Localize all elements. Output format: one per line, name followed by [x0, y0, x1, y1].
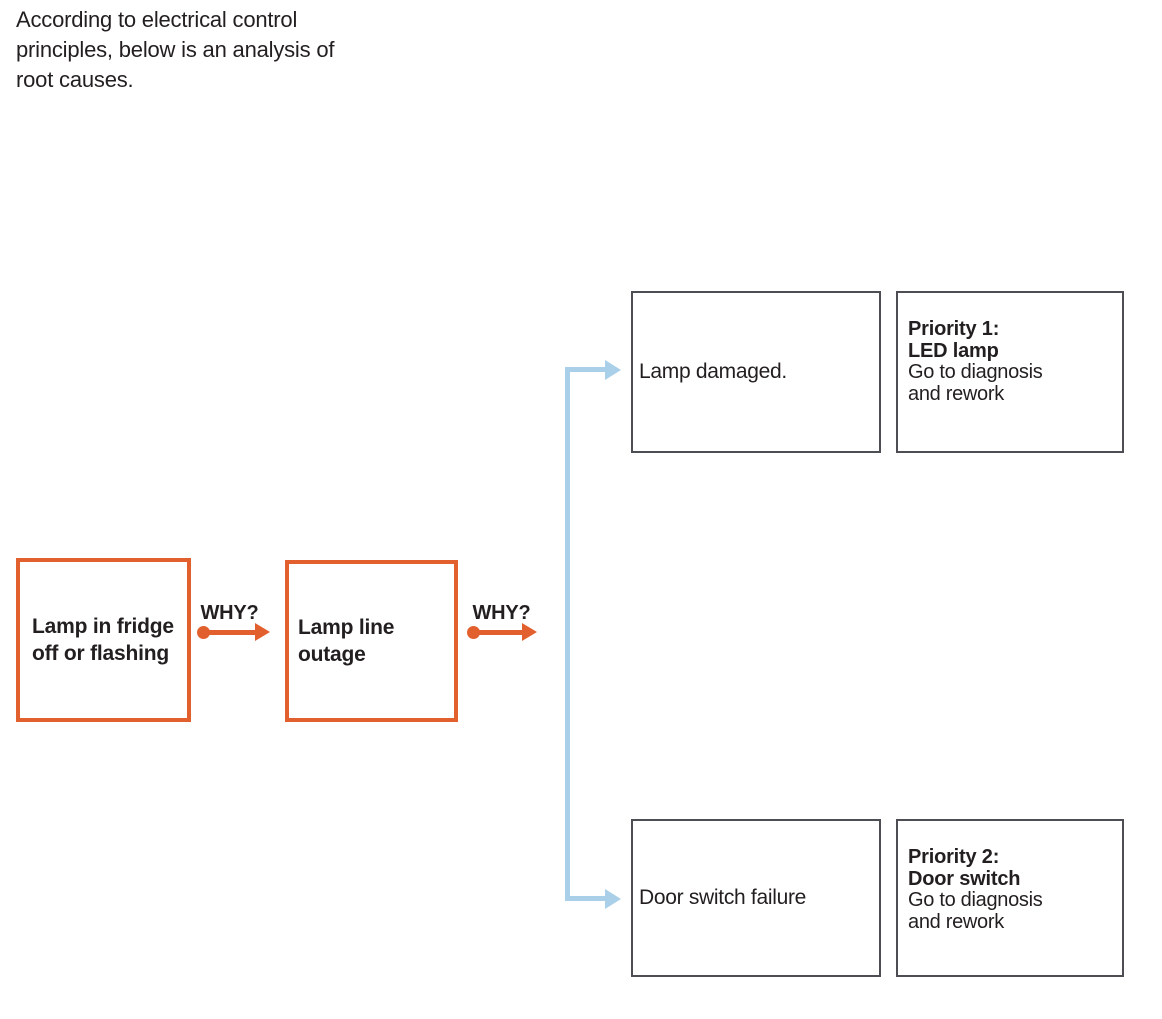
intro-line: principles, below is an analysis of: [16, 37, 335, 62]
branch2-cause-text: Door switch failure: [639, 886, 807, 909]
arrow-head-icon: [255, 623, 270, 641]
priority2-subject: Door switch: [908, 867, 1021, 890]
arrow-shaft: [208, 629, 256, 635]
priority1-title: Priority 1:: [908, 318, 1000, 340]
problem-box-text: Lamp in fridge off or flashing: [20, 613, 174, 667]
branch1-priority-box: Priority 1: LED lamp Go to diagnosis and…: [896, 291, 1124, 453]
branch1-cause-text: Lamp damaged.: [639, 360, 787, 383]
branch1-cause-box: Lamp damaged.: [631, 291, 881, 453]
problem-box-line: Lamp in fridge: [32, 615, 174, 638]
branch2-cause-box: Door switch failure: [631, 819, 881, 977]
priority1-action-line: and rework: [908, 382, 1004, 405]
branch-connector-bottom: [565, 896, 607, 901]
branch2-priority-box: Priority 2: Door switch Go to diagnosis …: [896, 819, 1124, 977]
priority2-action-line: and rework: [908, 910, 1004, 933]
arrow-head-icon: [522, 623, 537, 641]
arrow-shaft: [478, 629, 523, 635]
priority1-subject: LED lamp: [908, 339, 999, 362]
why-arrow-2: [467, 623, 537, 641]
branch-connector-top: [565, 367, 607, 372]
cause-box-line: outage: [298, 643, 366, 666]
arrow-dot: [467, 625, 480, 639]
problem-box-line: off or flashing: [32, 642, 169, 665]
branch-connector-vertical: [565, 367, 570, 901]
cause-box-text: Lamp line outage: [289, 614, 394, 668]
why-label-2: WHY?: [472, 602, 531, 624]
why-label-1: WHY?: [200, 602, 259, 624]
branch-arrow-head-bottom-icon: [605, 889, 621, 909]
priority2-title: Priority 2:: [908, 846, 1000, 868]
intro-line: root causes.: [16, 67, 134, 92]
priority2-action-line: Go to diagnosis: [908, 889, 1043, 911]
cause-box-line: Lamp line: [298, 616, 395, 639]
why-arrow-1: [197, 623, 270, 641]
branch-arrow-head-top-icon: [605, 360, 621, 380]
intro-line: According to electrical control: [16, 7, 298, 32]
cause-box: Lamp line outage: [285, 560, 458, 722]
priority1-action-line: Go to diagnosis: [908, 361, 1043, 383]
intro-paragraph: According to electrical control principl…: [16, 5, 334, 95]
arrow-dot: [197, 625, 210, 639]
problem-box: Lamp in fridge off or flashing: [16, 558, 191, 722]
